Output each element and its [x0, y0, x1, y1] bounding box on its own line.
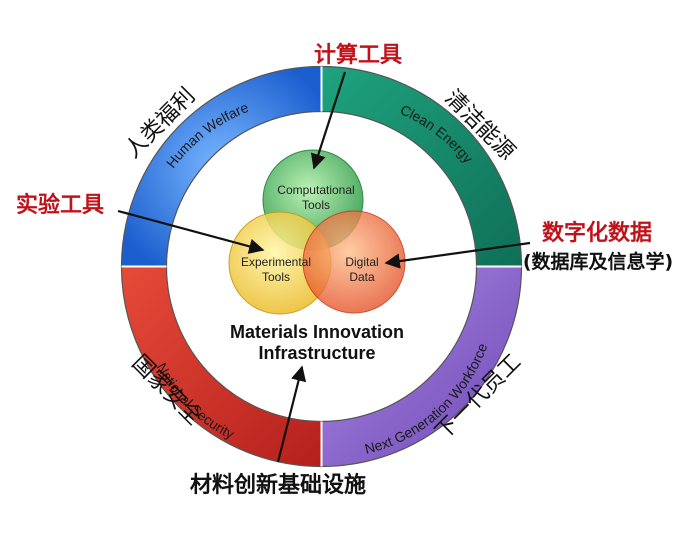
venn-diagram: [228, 149, 406, 315]
venn-label-experimental-1: Experimental: [241, 255, 311, 269]
ring-segment-clean-energy: [321, 66, 522, 267]
ring-segment-national-security: [121, 266, 322, 467]
venn-label-digital-1: Digital: [345, 255, 378, 269]
arrow-computational: [310, 71, 347, 170]
venn-label-experimental-2: Tools: [262, 270, 290, 284]
center-title-line2: Infrastructure: [258, 343, 375, 363]
callout-experimental-tools: 实验工具: [16, 192, 104, 218]
callout-digital-data: 数字化数据: [542, 220, 652, 246]
venn-circle-digital: [302, 210, 406, 314]
venn-label-computational-1: Computational: [277, 183, 354, 197]
callout-digital-data-sub: (数据库及信息学): [523, 250, 673, 273]
callout-computational-tools: 计算工具: [314, 42, 402, 68]
callout-infrastructure: 材料创新基础设施: [190, 472, 366, 498]
venn-label-computational-2: Tools: [302, 198, 330, 212]
venn-label-digital-2: Data: [349, 270, 375, 284]
arrow-experimental: [117, 209, 265, 254]
ring-segment-human-welfare: [121, 66, 322, 267]
ring-segment-next-generation-workforce: [321, 266, 522, 467]
arrow-digital: [384, 241, 531, 269]
arrow-infrastructure: [276, 365, 307, 463]
center-title-line1: Materials Innovation: [230, 322, 404, 342]
